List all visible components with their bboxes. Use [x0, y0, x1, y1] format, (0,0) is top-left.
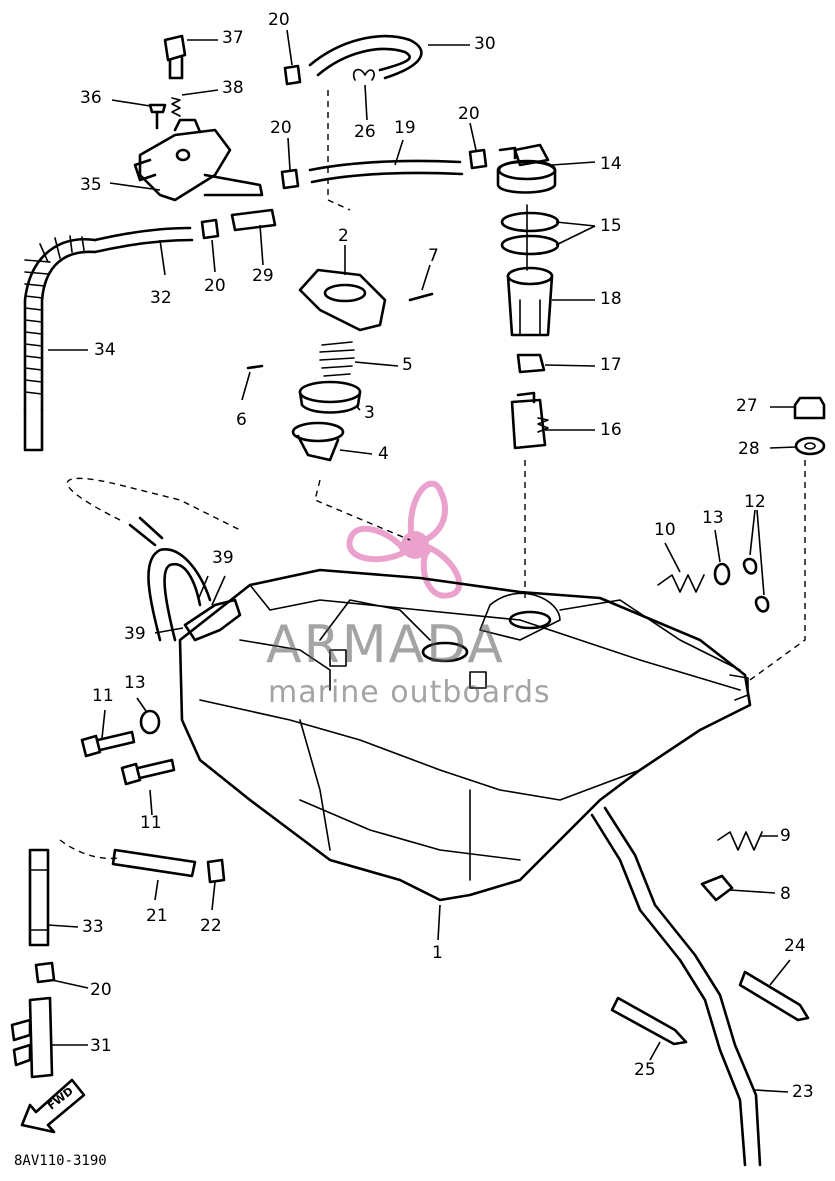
- fwd-arrow-icon: [20, 1078, 86, 1134]
- callout-4: 4: [378, 444, 389, 464]
- spring-10: [657, 574, 705, 593]
- hose-32: [93, 226, 192, 242]
- callout-1: 1: [432, 943, 443, 963]
- washer-13-right: [713, 562, 731, 586]
- callout-20: 20: [90, 980, 112, 1000]
- callout-33: 33: [82, 917, 104, 937]
- packing-15: [500, 204, 560, 271]
- pin-6: [246, 364, 264, 370]
- joint-31: [10, 996, 54, 1079]
- callout-31: 31: [90, 1036, 112, 1056]
- clip-8: [700, 874, 734, 902]
- callout-26: 26: [354, 122, 376, 142]
- hose-30: [308, 34, 423, 80]
- callout-20: 20: [204, 276, 226, 296]
- callout-35: 35: [80, 175, 102, 195]
- pipe-29: [230, 208, 277, 232]
- spring-38: [171, 97, 181, 117]
- clip-20-bottom: [34, 961, 56, 984]
- callout-28: 28: [738, 439, 760, 459]
- fuel-tank: [178, 568, 752, 902]
- band-24: [738, 970, 810, 1022]
- callout-11: 11: [140, 813, 162, 833]
- clip-22: [206, 858, 226, 884]
- callout-8: 8: [780, 884, 791, 904]
- clip-20-left: [200, 218, 220, 240]
- gauge-cap-14: [496, 143, 557, 194]
- callout-20: 20: [268, 10, 290, 30]
- clip-20-top: [283, 64, 302, 86]
- hose-19: [308, 159, 462, 172]
- washer-13-left: [139, 709, 161, 735]
- callout-19: 19: [394, 118, 416, 138]
- callout-36: 36: [80, 88, 102, 108]
- callout-2: 2: [338, 226, 349, 246]
- callout-20: 20: [270, 118, 292, 138]
- watermark-tagline: marine outboards: [268, 675, 551, 710]
- callout-15: 15: [600, 216, 622, 236]
- hose-23: [590, 806, 762, 1167]
- callout-23: 23: [792, 1082, 814, 1102]
- callout-10: 10: [654, 520, 676, 540]
- callout-12: 12: [744, 492, 766, 512]
- damper-27: [793, 396, 826, 420]
- callout-17: 17: [600, 355, 622, 375]
- gauge-tube-18: [506, 266, 554, 337]
- fuel-cock-35: [133, 118, 264, 202]
- washer-28: [794, 436, 826, 456]
- callout-27: 27: [736, 396, 758, 416]
- spring-9: [717, 831, 763, 851]
- corrugated-hose-34: [23, 235, 97, 452]
- clip-20-right: [468, 148, 488, 170]
- callout-34: 34: [94, 340, 116, 360]
- callout-5: 5: [402, 355, 413, 375]
- cap-2: [298, 268, 387, 332]
- pin-7: [408, 292, 434, 302]
- callout-32: 32: [150, 288, 172, 308]
- screw-36: [148, 103, 167, 130]
- callout-13: 13: [124, 673, 146, 693]
- watermark-brand: ARMADA: [266, 615, 505, 675]
- callout-22: 22: [200, 916, 222, 936]
- bolt-11-lower: [120, 758, 176, 786]
- band-25: [610, 996, 688, 1046]
- callout-13: 13: [702, 508, 724, 528]
- bolt-11-upper: [80, 730, 136, 758]
- callout-25: 25: [634, 1060, 656, 1080]
- callout-21: 21: [146, 906, 168, 926]
- callout-30: 30: [474, 34, 496, 54]
- float-17: [516, 353, 546, 374]
- callout-11: 11: [92, 686, 114, 706]
- callout-37: 37: [222, 28, 244, 48]
- clip-12: [742, 557, 770, 613]
- callout-24: 24: [784, 936, 806, 956]
- callout-16: 16: [600, 420, 622, 440]
- pipe-21: [111, 848, 197, 878]
- callout-39: 39: [124, 624, 146, 644]
- callout-18: 18: [600, 289, 622, 309]
- clip-20-middle: [280, 168, 300, 190]
- callout-14: 14: [600, 154, 622, 174]
- callout-38: 38: [222, 78, 244, 98]
- watermark-logo: [346, 480, 463, 599]
- callout-39: 39: [212, 548, 234, 568]
- spring-5: [319, 341, 355, 377]
- adapter-4: [291, 421, 345, 462]
- callout-7: 7: [428, 246, 439, 266]
- leader-lines: [47, 29, 797, 1093]
- float-16: [510, 391, 549, 450]
- pipe-33: [28, 848, 50, 947]
- gasket-3: [298, 380, 362, 414]
- callout-20: 20: [458, 104, 480, 124]
- drawing-code: 8AV110-3190: [14, 1153, 107, 1169]
- callout-6: 6: [236, 410, 247, 430]
- callout-9: 9: [780, 826, 791, 846]
- clip-26: [352, 68, 375, 81]
- knob-37: [163, 34, 187, 80]
- vent-tube-loop: [128, 516, 242, 642]
- callout-29: 29: [252, 266, 274, 286]
- callout-3: 3: [364, 403, 375, 423]
